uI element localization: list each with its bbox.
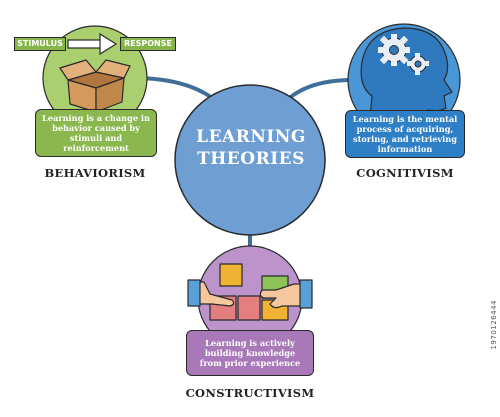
behaviorism-description: Learning is a change in behavior caused …: [35, 109, 157, 157]
constructivism-title: CONSTRUCTIVISM: [185, 386, 315, 400]
stimulus-label: STIMULUS: [14, 37, 66, 51]
head-gears-icon: [360, 27, 453, 119]
cognitivism-description: Learning is the mental process of acquir…: [345, 110, 465, 158]
center-title-line-1: LEARNING: [196, 127, 306, 147]
cognitivism-title: COGNITIVISM: [356, 166, 454, 180]
arrow-icon: [67, 32, 118, 56]
center-circle: [174, 84, 326, 236]
hands-blocks-icon: [187, 263, 313, 321]
center-title-line-2: THEORIES: [197, 149, 305, 169]
stock-id: 1970126444: [490, 300, 498, 350]
center-title: LEARNING THEORIES: [175, 126, 327, 170]
box-icon: [59, 59, 131, 113]
response-label: RESPONSE: [120, 37, 176, 51]
constructivism-description: Learning is actively building knowledge …: [186, 330, 314, 376]
behaviorism-title: BEHAVIORISM: [44, 166, 146, 180]
